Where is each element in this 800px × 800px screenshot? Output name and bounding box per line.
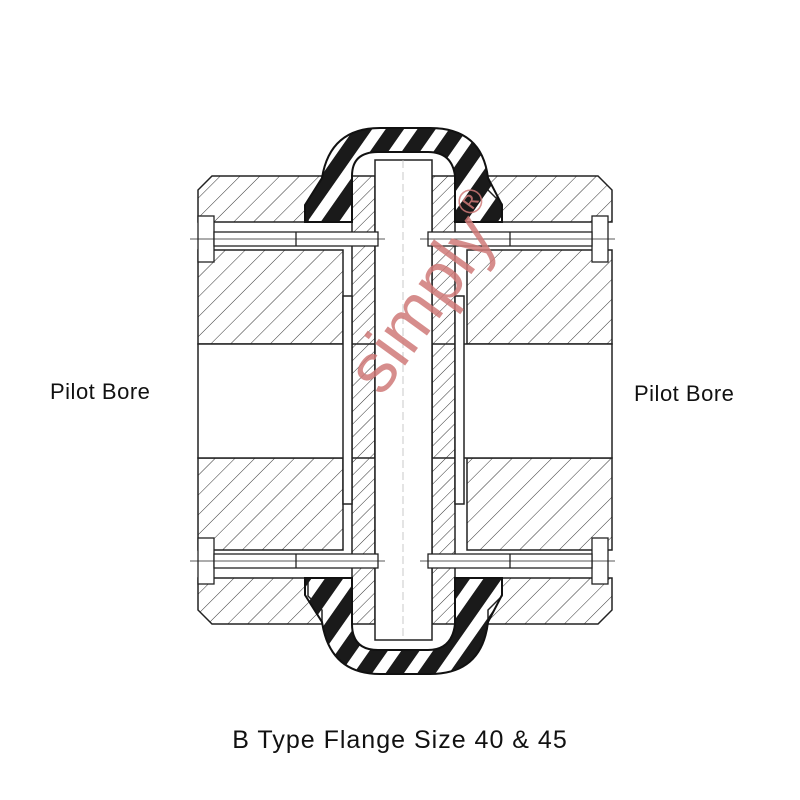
right-pilot-bore-label: Pilot Bore (634, 381, 735, 406)
rubber-element (304, 127, 503, 675)
left-pilot-bore-label: Pilot Bore (50, 379, 151, 404)
right-flange (431, 175, 613, 625)
figure-caption: B Type Flange Size 40 & 45 (232, 726, 568, 754)
centre-spacer (374, 159, 433, 641)
left-flange (197, 175, 376, 625)
bolts (190, 215, 615, 585)
